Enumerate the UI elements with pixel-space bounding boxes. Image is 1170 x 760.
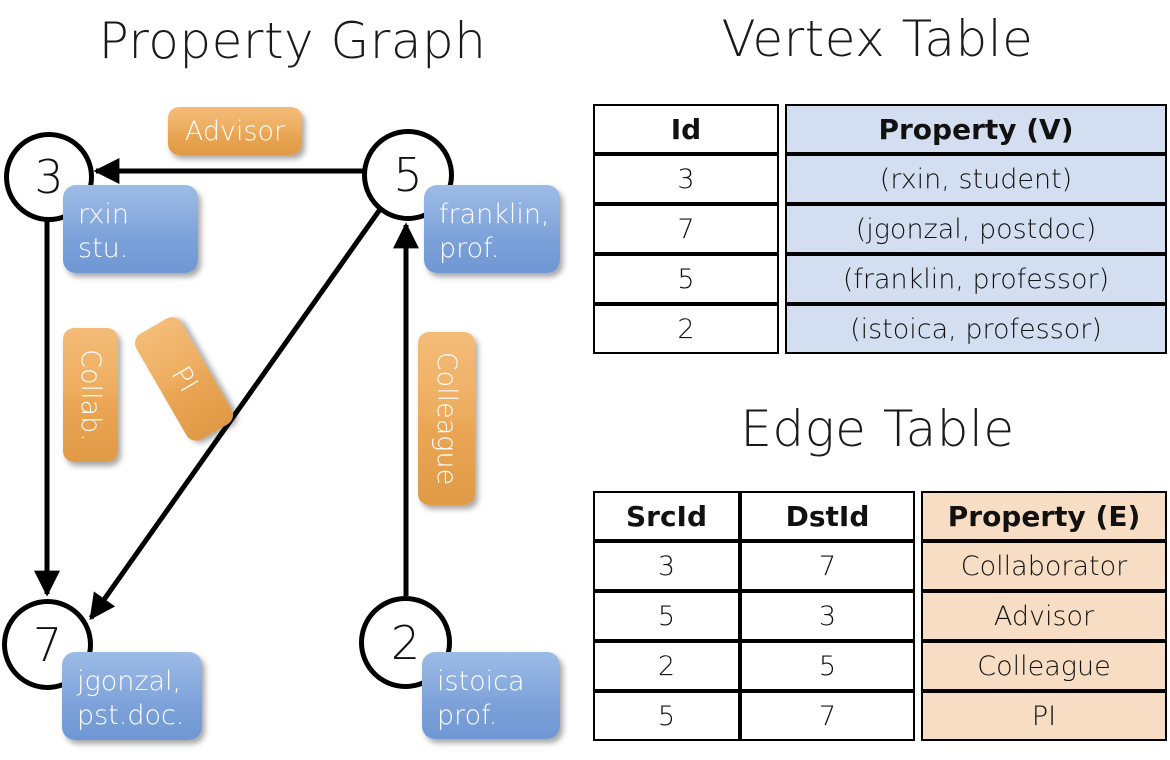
edge-row-3-dst: 7: [740, 691, 915, 741]
edge-row-2-dst: 5: [740, 641, 915, 691]
table-row: 5 3 Advisor: [593, 591, 1167, 641]
column-gap: [779, 204, 785, 254]
edge-row-3-src: 5: [593, 691, 740, 741]
vertex-property-box-2: istoica prof.: [422, 652, 560, 739]
column-gap: [915, 641, 921, 691]
vertex-node-5[interactable]: 5: [362, 129, 454, 221]
column-gap: [915, 591, 921, 641]
table-row: 2 5 Colleague: [593, 641, 1167, 691]
column-gap: [779, 154, 785, 204]
table-row: 2 (istoica, professor): [593, 304, 1167, 354]
page-title-vertex-table: Vertex Table: [721, 10, 1034, 68]
vertex-node-7-id: 7: [32, 617, 63, 672]
vertex-row-3-property: (istoica, professor): [785, 304, 1167, 354]
column-gap: [915, 691, 921, 741]
edge-row-1-property: Advisor: [921, 591, 1167, 641]
edge-badge-collab-label: Collab.: [75, 348, 106, 442]
column-gap: [779, 304, 785, 354]
edge-table-header-property: Property (E): [921, 491, 1167, 541]
edge-badge-collab: Collab.: [63, 328, 118, 462]
vertex-node-2-id: 2: [390, 615, 421, 670]
column-gap: [779, 104, 785, 154]
edge-table-header-srcid: SrcId: [593, 491, 740, 541]
edge-badge-pi-label: PI: [164, 360, 204, 398]
property-graph-canvas: [34, 158, 419, 621]
vertex-node-3-id: 3: [34, 150, 64, 204]
edge-table-header-row: SrcId DstId Property (E): [593, 491, 1167, 541]
vertex-table-header-row: Id Property (V): [593, 104, 1167, 154]
edge-badge-colleague-label: Colleague: [431, 351, 462, 486]
table-row: 5 (franklin, professor): [593, 254, 1167, 304]
page-title-property-graph: Property Graph: [98, 12, 487, 70]
vertex-property-box-5: franklin, prof.: [424, 185, 560, 273]
edge-table-header-dstid: DstId: [740, 491, 915, 541]
vertex-row-0-id: 3: [593, 154, 779, 204]
vertex-row-2-property: (franklin, professor): [785, 254, 1167, 304]
vertex-property-box-3: rxin stu.: [63, 185, 198, 273]
vertex-table: Id Property (V) 3 (rxin, student) 7 (jgo…: [593, 104, 1167, 354]
table-row: 3 (rxin, student): [593, 154, 1167, 204]
edge-table: SrcId DstId Property (E) 3 7 Collaborato…: [593, 491, 1167, 741]
vertex-property-box-7: jgonzal, pst.doc.: [62, 652, 202, 740]
edge-badge-colleague: Colleague: [418, 332, 475, 505]
column-gap: [915, 541, 921, 591]
table-row: 5 7 PI: [593, 691, 1167, 741]
edge-row-0-src: 3: [593, 541, 740, 591]
table-row: 3 7 Collaborator: [593, 541, 1167, 591]
column-gap: [779, 254, 785, 304]
vertex-row-2-id: 5: [593, 254, 779, 304]
vertex-table-header-id: Id: [593, 104, 779, 154]
page-title-edge-table: Edge Table: [740, 400, 1015, 458]
edge-row-0-property: Collaborator: [921, 541, 1167, 591]
column-gap: [915, 491, 921, 541]
edge-line-5-to-7: [88, 206, 384, 621]
vertex-node-5-id: 5: [393, 148, 423, 202]
vertex-table-header-property: Property (V): [785, 104, 1167, 154]
table-row: 7 (jgonzal, postdoc): [593, 204, 1167, 254]
edge-row-1-src: 5: [593, 591, 740, 641]
edge-row-1-dst: 3: [740, 591, 915, 641]
vertex-row-0-property: (rxin, student): [785, 154, 1167, 204]
vertex-row-3-id: 2: [593, 304, 779, 354]
edge-row-2-src: 2: [593, 641, 740, 691]
vertex-row-1-property: (jgonzal, postdoc): [785, 204, 1167, 254]
edge-row-0-dst: 7: [740, 541, 915, 591]
vertex-row-1-id: 7: [593, 204, 779, 254]
edge-row-3-property: PI: [921, 691, 1167, 741]
edge-badge-advisor: Advisor: [168, 107, 302, 155]
vertex-node-2[interactable]: 2: [359, 596, 452, 689]
edge-row-2-property: Colleague: [921, 641, 1167, 691]
